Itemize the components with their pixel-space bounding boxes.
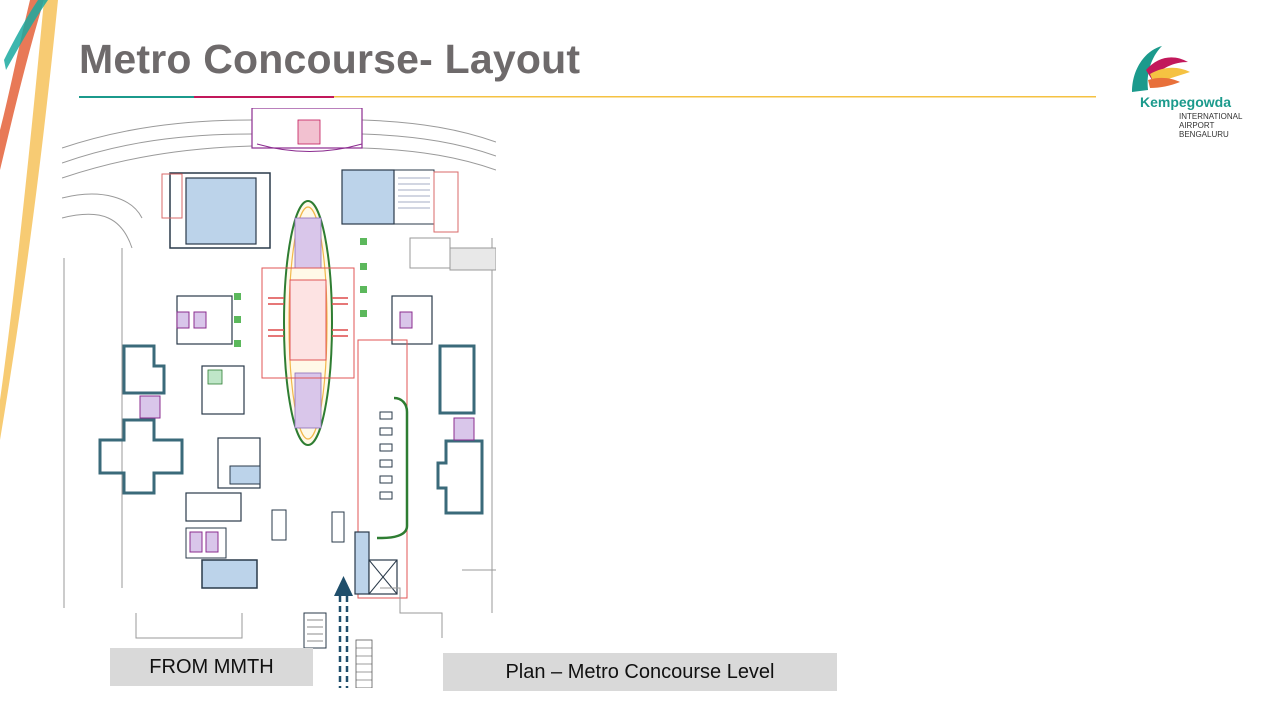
logo-line-1: INTERNATIONAL [1179,112,1243,121]
title-underline [79,96,1096,98]
logo-name: Kempegowda [1140,94,1232,110]
plan-caption: Plan – Metro Concourse Level [443,653,837,691]
up-arrow-icon [334,576,353,688]
logo-line-3: BENGALURU [1179,130,1229,139]
from-mmth-label: FROM MMTH [110,648,313,686]
page-title: Metro Concourse- Layout [79,36,581,82]
floor-plan-drawing [62,108,496,688]
logo-subtitle: INTERNATIONAL AIRPORT BENGALURU [1179,112,1242,139]
airport-logo: Kempegowda INTERNATIONAL AIRPORT BENGALU… [1126,40,1256,150]
left-swoosh-decoration [0,0,58,440]
bird-logo-icon [1132,46,1190,92]
logo-line-2: AIRPORT [1179,121,1215,130]
